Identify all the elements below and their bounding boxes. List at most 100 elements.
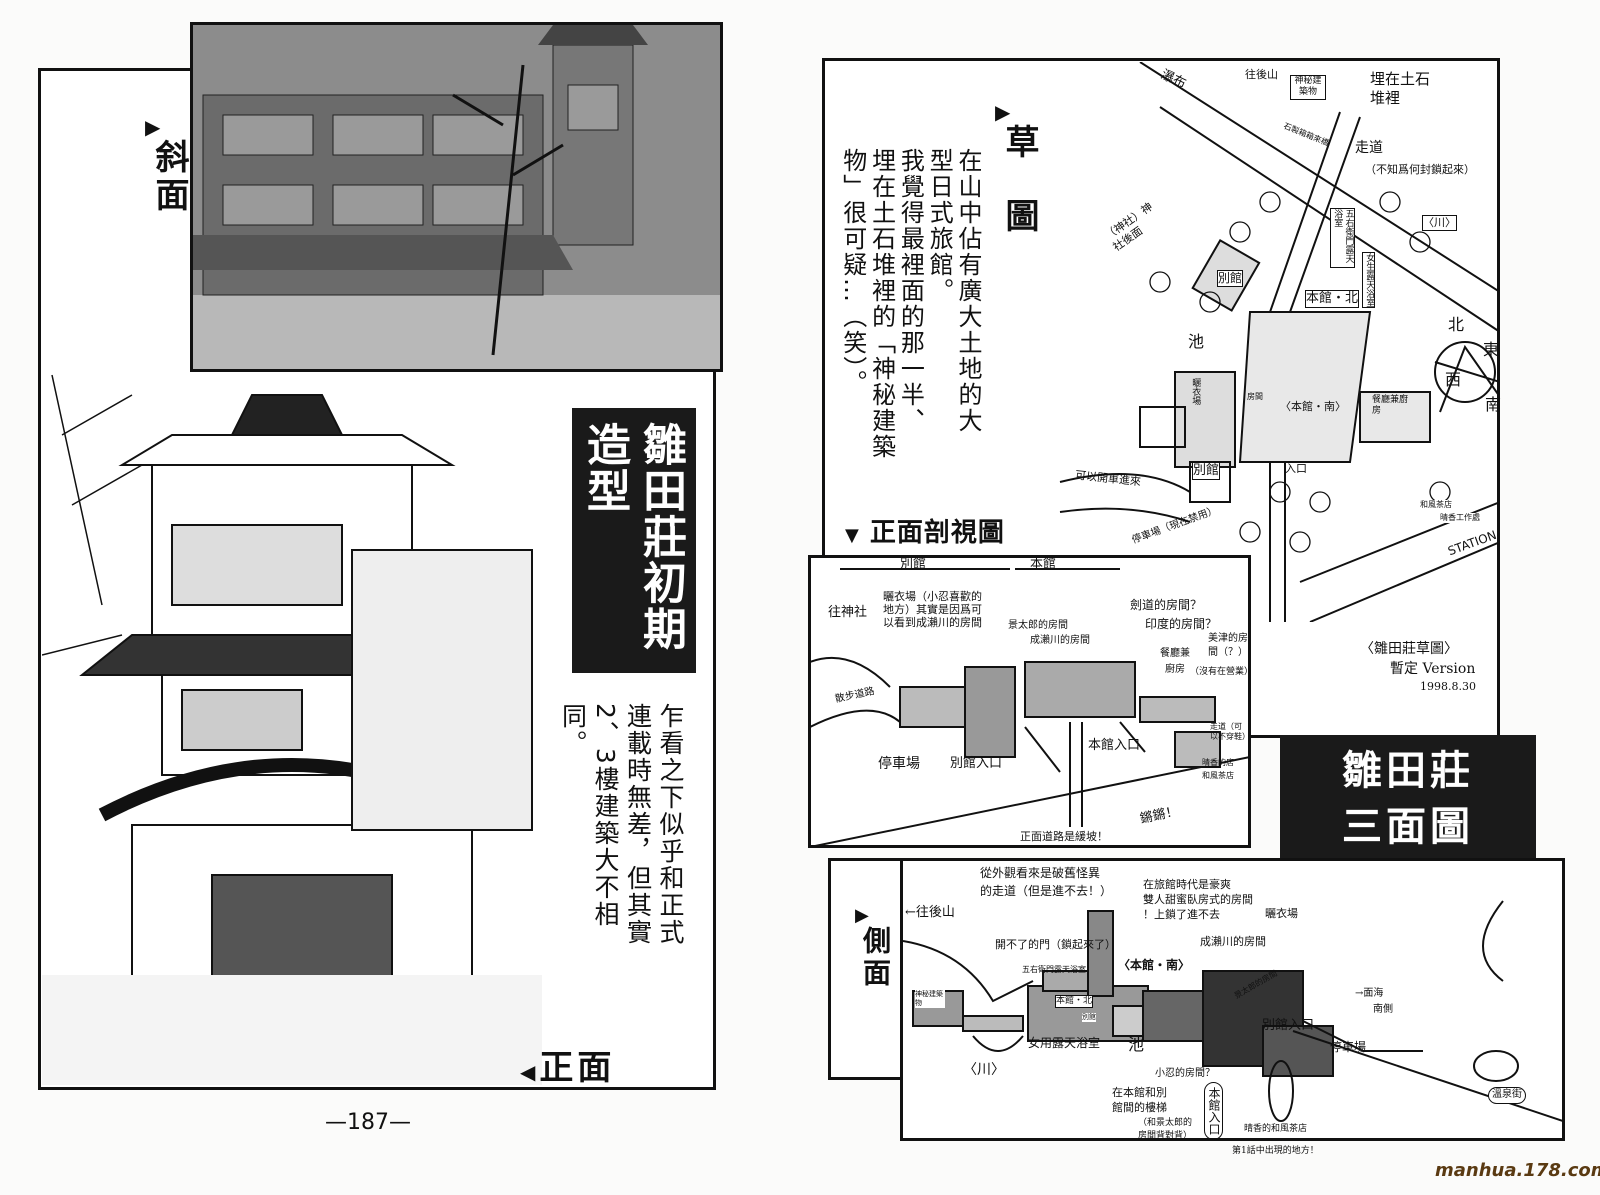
description-line: 物」很可疑…（笑）。 bbox=[838, 148, 867, 396]
side-label: （和景太郎的 bbox=[1138, 1118, 1193, 1128]
side-label: 開不了的門（鎖起來了） bbox=[995, 938, 1116, 951]
section-label: 本館入口 bbox=[1088, 738, 1141, 753]
section-label: 和風茶店 bbox=[1202, 771, 1234, 780]
side-label: 溫泉街 bbox=[1488, 1087, 1526, 1104]
description-line: 我覺得最裡面的那一半、 bbox=[896, 148, 925, 434]
section-label: 別館 bbox=[900, 557, 927, 572]
side-label: ！上鎖了進不去 bbox=[1143, 908, 1220, 921]
section-label: 曬衣場（小忍喜歡的 bbox=[883, 590, 982, 603]
caption-line: 2、3樓建築大不相 bbox=[591, 703, 620, 928]
side-view-label: ▶ 側面 bbox=[855, 905, 892, 990]
ryokan-photo-drawing bbox=[193, 25, 720, 369]
side-label: 池 bbox=[1128, 1035, 1145, 1054]
side-label: 房間背對背） bbox=[1138, 1131, 1193, 1141]
section-label: 走道（可以不穿鞋） bbox=[1210, 722, 1250, 741]
sketch-description: 在山中佔有廣大土地的大 型日式旅館。 我覺得最裡面的那一半、 埋在土石堆裡的「神… bbox=[838, 148, 982, 478]
watermark: manhua.178.com bbox=[1435, 1160, 1600, 1181]
side-label: 南側 bbox=[1373, 1004, 1393, 1015]
side-label: 〈川〉 bbox=[963, 1062, 1005, 1078]
side-label: 本館入口 bbox=[1204, 1082, 1223, 1140]
description-line: 型日式旅館。 bbox=[925, 148, 954, 304]
map-label: 〈川〉 bbox=[1422, 215, 1457, 231]
section-label: 往神社 bbox=[828, 605, 868, 620]
map-label: 晴香工作處 bbox=[1440, 513, 1480, 523]
page-number: —187— bbox=[325, 1110, 411, 1135]
compass-south: 南 bbox=[1485, 395, 1502, 414]
map-label: 別館 bbox=[1217, 270, 1244, 287]
side-label: 別館 bbox=[1082, 1013, 1096, 1022]
ryokan-front-drawing bbox=[42, 374, 542, 1085]
section-label: 景太郎的房間 bbox=[1008, 620, 1068, 631]
map-label: 神秘建築物 bbox=[1290, 75, 1326, 100]
side-label: 在旅館時代是豪爽 bbox=[1143, 878, 1231, 891]
map-label: 和風茶店 bbox=[1420, 500, 1452, 510]
caption-line: 同。 bbox=[558, 703, 588, 757]
map-label: 五右衛門露天浴室 bbox=[1330, 208, 1355, 268]
side-label: 第1話中出現的地方！ bbox=[1232, 1146, 1319, 1156]
section-label: 別館入口 bbox=[950, 756, 1003, 771]
map-label: 走道 bbox=[1355, 140, 1383, 156]
side-label: 館間的樓梯 bbox=[1112, 1101, 1167, 1114]
side-label: 停車場 bbox=[1330, 1040, 1367, 1054]
section-label: 餐廳兼 bbox=[1160, 648, 1190, 659]
section-label: 間（？） bbox=[1208, 647, 1248, 658]
caption-line: 連載時無差，但其實 bbox=[623, 703, 653, 946]
section-label: 印度的房間？ bbox=[1145, 617, 1218, 631]
map-label: 埋在土石堆裡 bbox=[1370, 70, 1431, 107]
section-label: 停車場 bbox=[878, 756, 920, 772]
map-label: 別館 bbox=[1192, 462, 1221, 481]
side-label: 〈本館・南〉 bbox=[1118, 958, 1191, 972]
section-label: 美津的房 bbox=[1208, 633, 1248, 644]
section-label: 本館 bbox=[1030, 557, 1057, 572]
map-label: 女生露天浴室 bbox=[1362, 252, 1376, 308]
front-view-illustration bbox=[42, 355, 542, 1085]
side-label: 成瀨川的房間 bbox=[1200, 935, 1266, 948]
map-label: 入口 bbox=[1285, 462, 1307, 475]
three-view-title-box: 雛田莊 三面圖 bbox=[1280, 735, 1536, 865]
side-label: 晴香的和風茶店 bbox=[1244, 1124, 1308, 1134]
section-label: 晴香的店 bbox=[1202, 758, 1234, 767]
description-line: 埋在土石堆裡的「神秘建築 bbox=[867, 148, 896, 460]
map-label: 本館・北 bbox=[1305, 290, 1360, 309]
section-label: 廚房 bbox=[1165, 664, 1185, 675]
side-label: 本館・北 bbox=[1055, 995, 1094, 1009]
map-label: 往後山 bbox=[1245, 68, 1278, 81]
side-label: 女用露天浴室 bbox=[1028, 1036, 1101, 1050]
section-label: 正面道路是緩坡！ bbox=[1020, 830, 1108, 843]
site-map-drawing bbox=[1059, 62, 1500, 622]
side-label: 五右衛門露天浴室 bbox=[1022, 965, 1086, 974]
side-label: 神秘建築物 bbox=[915, 990, 945, 1008]
compass-west: 西 bbox=[1445, 370, 1462, 389]
early-design-title-box: 雛田莊初期造型 bbox=[572, 408, 696, 673]
map-label: 曬衣場 bbox=[1190, 378, 1201, 405]
side-label: 雙人甜蜜臥房式的房間 bbox=[1143, 893, 1253, 906]
section-label: 劍道的房間？ bbox=[1130, 598, 1203, 612]
side-label: 的走道（但是進不去！） bbox=[980, 884, 1113, 898]
sketch-caption: 〈雛田莊草圖〉 暫定 Version 1998.8.30 bbox=[1360, 641, 1476, 694]
side-view-outer-frame bbox=[828, 858, 908, 1080]
side-label: 別館入口 bbox=[1262, 1018, 1315, 1033]
side-label: 從外觀看來是破舊怪異 bbox=[980, 866, 1101, 880]
compass-east: 東 bbox=[1483, 340, 1500, 359]
description-line: 在山中佔有廣大土地的大 bbox=[953, 148, 982, 434]
side-label: →面海 bbox=[1355, 988, 1384, 999]
map-label: 〈本館・南〉 bbox=[1280, 400, 1346, 413]
map-label: 房間 bbox=[1247, 392, 1263, 401]
map-label: 池 bbox=[1188, 332, 1205, 351]
slope-view-illustration bbox=[190, 22, 723, 372]
front-view-label: ◀正面 bbox=[520, 1048, 616, 1088]
section-label: 地方）其實是因爲可 bbox=[883, 603, 982, 616]
map-label: （不知爲何封鎖起來） bbox=[1365, 163, 1475, 176]
compass-north: 北 bbox=[1448, 315, 1465, 334]
section-label: 成瀨川的房間 bbox=[1030, 635, 1090, 646]
side-label: 在本館和別 bbox=[1112, 1086, 1167, 1099]
sketch-label: ▶ 草圖 bbox=[995, 100, 1039, 272]
section-label: （沒有在營業） bbox=[1190, 667, 1254, 677]
caption-line: 乍看之下似乎和正式 bbox=[656, 703, 685, 946]
section-view-drawing bbox=[810, 568, 1250, 847]
early-design-caption: 乍看之下似乎和正式 連載時無差，但其實 2、3樓建築大不相 同。 bbox=[556, 703, 686, 983]
slope-view-label: ▶ 斜面 bbox=[145, 115, 189, 215]
map-label: 餐廳兼廚房 bbox=[1372, 395, 1409, 417]
side-label: ←往後山 bbox=[905, 905, 955, 920]
side-label: 曬衣場 bbox=[1265, 907, 1298, 920]
